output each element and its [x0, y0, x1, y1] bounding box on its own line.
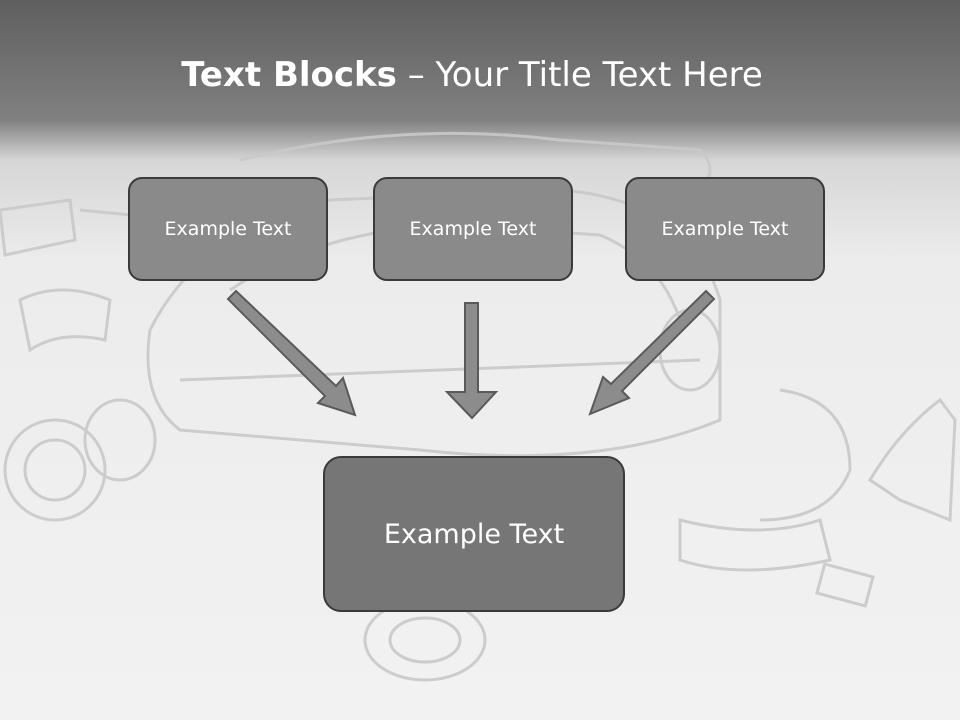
text-box-1-label: Example Text [164, 218, 292, 240]
slide-title: Text Blocks – Your Title Text Here [0, 52, 944, 98]
text-box-2[interactable]: Example Text [373, 177, 573, 281]
arrow-left [226, 289, 357, 417]
text-box-main[interactable]: Example Text [323, 456, 625, 612]
text-box-1[interactable]: Example Text [128, 177, 328, 281]
text-box-3[interactable]: Example Text [625, 177, 825, 281]
title-separator: – [396, 55, 436, 95]
title-normal: Your Title Text Here [435, 55, 763, 95]
title-bold: Text Blocks [181, 55, 397, 95]
text-box-2-label: Example Text [409, 218, 537, 240]
text-box-3-label: Example Text [661, 218, 789, 240]
arrow-middle [444, 302, 499, 420]
text-box-main-label: Example Text [383, 518, 565, 550]
arrow-right [588, 289, 716, 416]
